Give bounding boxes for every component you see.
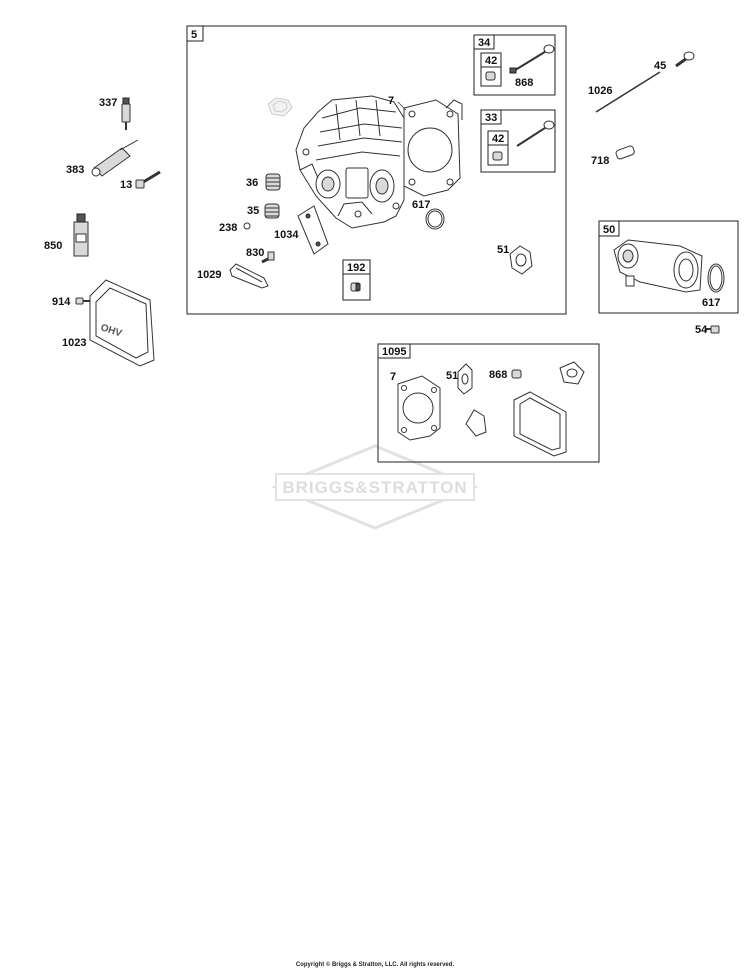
part-label-13: 13 — [120, 179, 132, 191]
bolt-part — [135, 170, 161, 189]
part-label-914: 914 — [52, 296, 71, 308]
part-label-868b: 868 — [489, 369, 507, 381]
watermark-text: BRIGGS&STRATTON — [282, 478, 467, 497]
exhaust-gasket-part — [509, 245, 533, 275]
group-box-label: 34 — [478, 37, 491, 49]
copyright-notice: Copyright © Briggs & Stratton, LLC. All … — [295, 962, 455, 968]
briggs-stratton-watermark: BRIGGS&STRATTON — [271, 444, 479, 530]
stud-part — [261, 251, 275, 264]
valve-cover-part: OHV — [89, 279, 155, 367]
part-label-1034: 1034 — [274, 229, 299, 241]
part-label-617: 617 — [412, 199, 430, 211]
group-box-label: 192 — [347, 262, 365, 274]
group-box-gasket-set: 1095 — [377, 343, 600, 463]
group-box-intake-valve: 33 42 — [480, 109, 556, 173]
retainer-part — [243, 222, 251, 230]
group-box-plug: 192 — [342, 259, 371, 301]
part-label-54: 54 — [695, 324, 708, 336]
part-label-617b: 617 — [702, 297, 720, 309]
group-box-exhaust-valve: 34 42 — [473, 34, 556, 96]
plate-1034-part — [297, 205, 329, 255]
part-label-868: 868 — [515, 77, 533, 89]
o-ring-part — [425, 208, 445, 230]
breather-hex-part — [267, 97, 293, 117]
part-label-7: 7 — [388, 95, 394, 107]
valve-spring-36-part — [265, 173, 281, 191]
part-label-337: 337 — [99, 97, 117, 109]
screw-54-part — [706, 325, 720, 334]
part-label-1026: 1026 — [588, 85, 612, 97]
part-label-238: 238 — [219, 222, 237, 234]
valve-spring-35-part — [264, 203, 280, 219]
guide-part — [615, 145, 635, 160]
group-box-label: 50 — [603, 224, 615, 236]
group-box-label: 42 — [492, 133, 504, 145]
part-label-1023: 1023 — [62, 337, 86, 349]
part-label-383: 383 — [66, 164, 84, 176]
part-label-1029: 1029 — [197, 269, 221, 281]
part-label-51: 51 — [497, 244, 509, 256]
screw-part — [75, 297, 90, 305]
group-box-label: 42 — [485, 55, 497, 67]
push-rod-part — [595, 71, 661, 113]
head-gasket-part — [403, 99, 463, 197]
cylinder-head-part — [295, 95, 405, 229]
plug-wrench-part — [91, 139, 139, 177]
group-box-cylinder-head: 5 — [186, 25, 567, 315]
part-label-7b: 7 — [390, 371, 396, 383]
part-label-45: 45 — [654, 60, 666, 72]
tappet-part — [675, 51, 695, 68]
spark-plug-part — [121, 97, 131, 130]
group-box-intake-manifold: 50 — [598, 220, 739, 314]
part-label-718: 718 — [591, 155, 609, 167]
part-label-35: 35 — [247, 205, 259, 217]
part-label-51b: 51 — [446, 370, 458, 382]
part-label-36: 36 — [246, 177, 258, 189]
group-box-label: 33 — [485, 112, 497, 124]
rocker-arm-part — [229, 263, 269, 289]
part-label-830: 830 — [246, 247, 264, 259]
part-label-850: 850 — [44, 240, 62, 252]
group-box-label: 5 — [191, 29, 197, 41]
group-box-label: 1095 — [382, 346, 406, 358]
sealant-tube-part — [73, 213, 89, 257]
